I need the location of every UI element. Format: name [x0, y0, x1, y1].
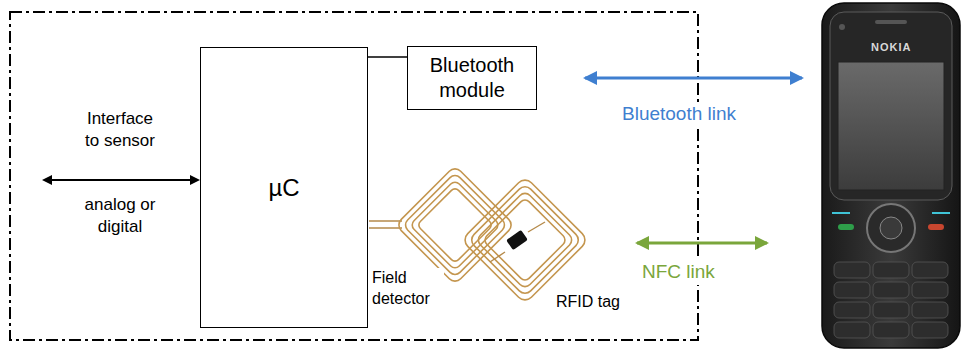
module-box: Bluetooth module	[407, 46, 537, 110]
coil-leads	[369, 221, 402, 228]
microcontroller-box: µC	[200, 47, 368, 328]
nfc-arrow	[637, 242, 767, 245]
rfid-tag-coil	[461, 176, 588, 303]
bluetooth-arrow	[585, 77, 802, 80]
device-boundary	[10, 12, 698, 340]
brand-logo: NOKIA	[871, 40, 911, 54]
sensor-arrow	[44, 179, 198, 181]
connector-line	[368, 56, 407, 58]
link-label: NFC link	[640, 260, 717, 285]
part-label: Field detector	[370, 268, 444, 310]
box-label: µC	[268, 173, 299, 203]
interface-label: analog or digital	[78, 194, 162, 238]
text-group: Bluetooth module	[416, 53, 528, 103]
interface-label: Interface to sensor	[78, 108, 162, 152]
rfid-chip	[490, 222, 545, 262]
mobile-phone	[822, 3, 960, 348]
link-label: Bluetooth link	[620, 102, 738, 127]
text-group: µC	[268, 173, 299, 203]
box-label: Bluetooth module	[416, 53, 528, 103]
part-label: RFID tag	[556, 292, 620, 313]
